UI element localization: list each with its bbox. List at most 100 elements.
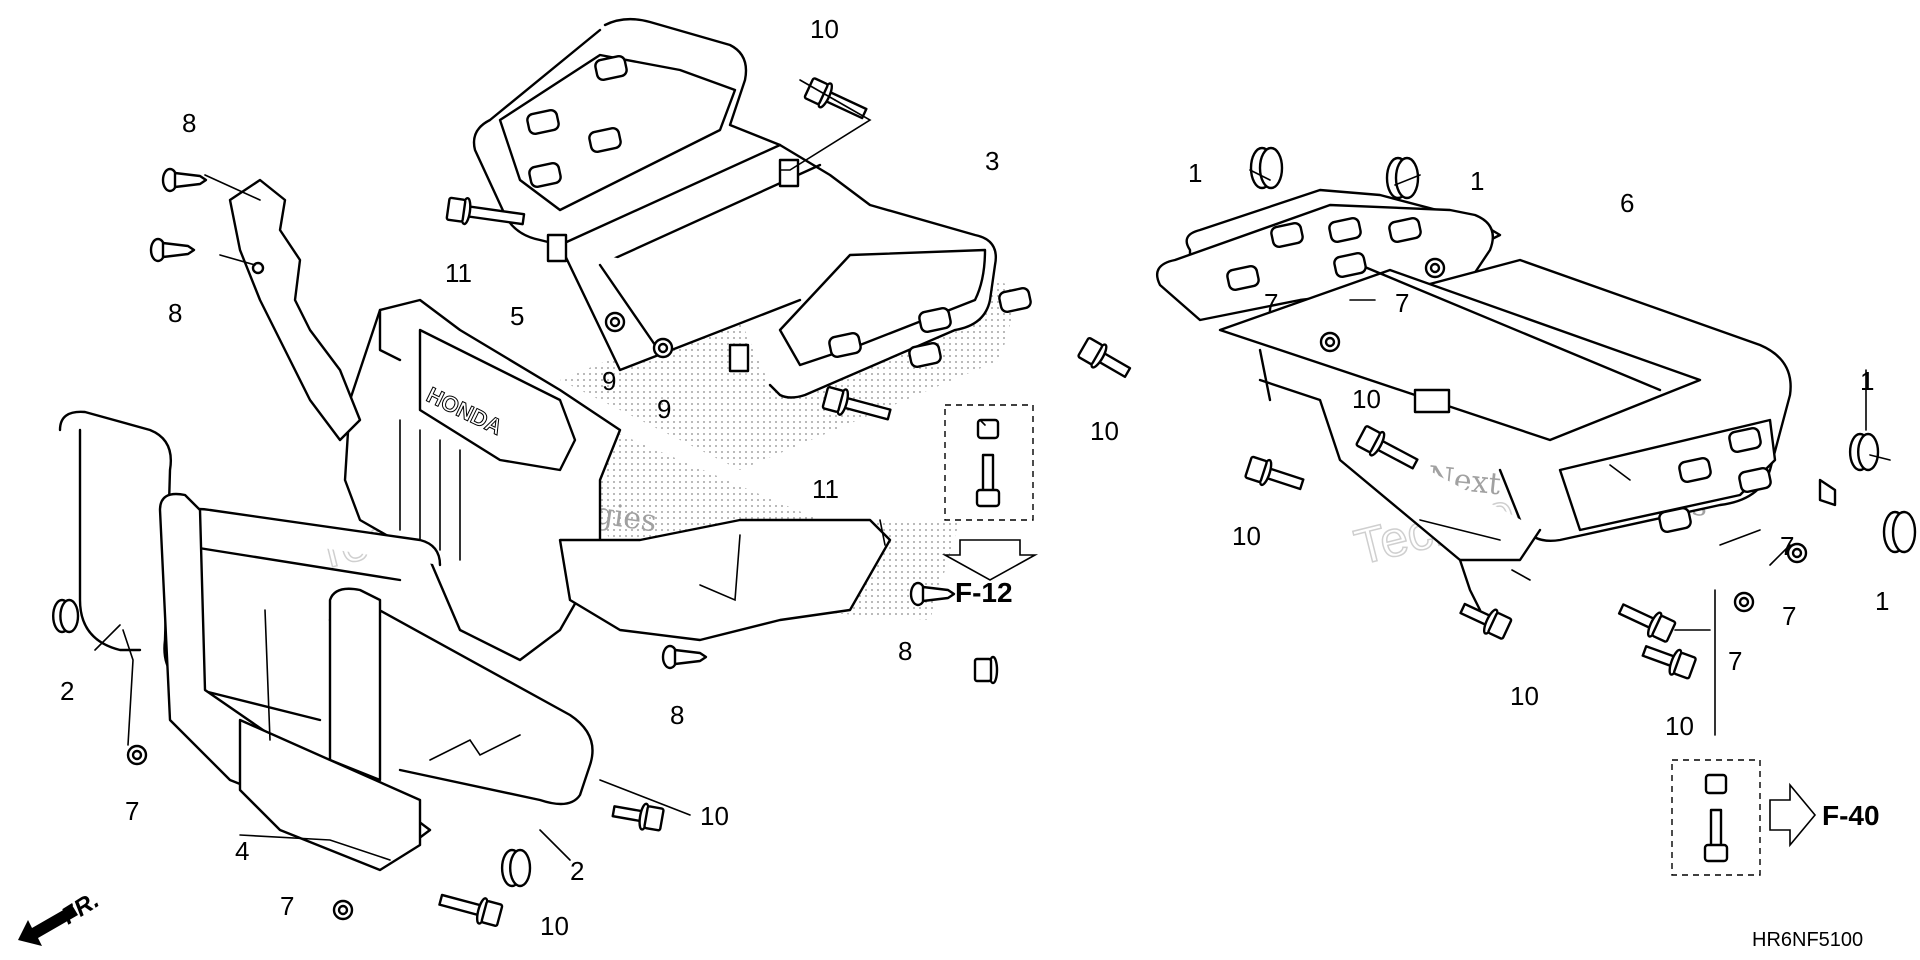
callout-1: 1	[1860, 366, 1874, 396]
flange-nut-hole	[131, 749, 143, 761]
ref-bolt-head	[975, 488, 1001, 508]
rear-carrier-cutout	[1658, 507, 1692, 533]
flange-bolt	[1355, 425, 1419, 470]
ref-box-f12[interactable]: F-12	[941, 404, 1039, 608]
ref-box-f40[interactable]: F-40	[1671, 759, 1880, 876]
ref-box-f12-frame	[944, 404, 1034, 521]
callout-1: 1	[1875, 586, 1889, 616]
callout-7: 7	[1728, 646, 1742, 676]
callout-8: 8	[670, 700, 684, 730]
flange-bolt	[1244, 455, 1305, 491]
rubber-grommet-face	[1258, 146, 1284, 190]
trim-clip-body	[173, 171, 208, 189]
rear-carrier-cutout	[1388, 217, 1422, 243]
callout-6: 6	[1620, 188, 1634, 218]
rubber-grommet-face	[508, 848, 532, 888]
side-bracket-panel	[228, 178, 362, 442]
carrier-bracket	[778, 158, 800, 188]
callout-7: 7	[1780, 531, 1794, 561]
side-bracket-strip[interactable]	[228, 178, 362, 442]
carrier-leg	[598, 263, 657, 347]
rear-carrier-cutout	[1328, 217, 1362, 243]
flange-nut-hole	[1791, 547, 1803, 559]
front-cover-face	[418, 328, 577, 472]
callout-7: 7	[125, 796, 139, 826]
rear-carrier-bracket	[1413, 388, 1451, 414]
carrier-cutout	[528, 162, 562, 188]
flange-bolt	[1077, 337, 1132, 379]
rear-carrier-center-tube	[1358, 263, 1662, 392]
trim-clip-body	[161, 241, 196, 259]
bumper-wire	[264, 609, 271, 741]
trim-clip-body	[921, 585, 956, 603]
flange-bolt	[611, 802, 665, 832]
carrier-cutout	[998, 287, 1032, 313]
front-cover-grille	[399, 419, 461, 561]
flange-bolt	[821, 386, 892, 421]
callout-2: 2	[60, 676, 74, 706]
callout-7: 7	[280, 891, 294, 921]
callout-7: 7	[1395, 288, 1409, 318]
callout-10: 10	[1510, 681, 1539, 711]
flange-nut-hole	[609, 316, 621, 328]
carrier-cutout	[908, 342, 942, 368]
rear-carrier-cutout	[1226, 265, 1260, 291]
bumper-skid-plate	[238, 718, 422, 872]
callout-10: 10	[1352, 384, 1381, 414]
rear-carrier-cutout	[1738, 467, 1772, 493]
rubber-grommet-face	[1856, 432, 1880, 472]
rubber-grommet-face	[1394, 156, 1420, 200]
flange-bolt	[1459, 602, 1513, 640]
carrier-bracket	[728, 343, 750, 373]
front-cover-tab	[378, 308, 402, 362]
callout-7: 7	[1782, 601, 1796, 631]
flange-nut-hole	[1324, 336, 1336, 348]
callout-1: 1	[1470, 166, 1484, 196]
front-cover-part-5[interactable]: HONDA	[343, 298, 960, 662]
ref-label-f40[interactable]: F-40	[1822, 800, 1880, 831]
ref-label-f12[interactable]: F-12	[955, 577, 1013, 608]
carrier-cutout	[526, 109, 560, 135]
carrier-cutout	[588, 127, 622, 153]
callout-7: 7	[1264, 288, 1278, 318]
front-bumper-part-4[interactable]	[58, 410, 594, 872]
carrier-cutout	[828, 332, 862, 358]
bumper-right-upright	[328, 587, 382, 782]
flange-nut-hole	[1429, 262, 1441, 274]
rear-carrier-leg-left	[1258, 348, 1272, 402]
callout-2: 2	[570, 856, 584, 886]
callout-10: 10	[700, 801, 729, 831]
callout-3: 3	[985, 146, 999, 176]
front-cover-body	[343, 298, 622, 662]
rear-carrier-leg-foot	[1458, 558, 1482, 612]
front-label: FR.	[57, 887, 104, 930]
diagram-code: HR6NF5100	[1752, 929, 1863, 951]
rear-carrier-cutout	[1333, 252, 1367, 278]
ref-nut	[976, 418, 1000, 440]
bumper-left-inner	[78, 428, 142, 652]
right-arrow-icon	[1769, 782, 1817, 848]
ref-nut	[1704, 773, 1728, 795]
callout-10: 10	[540, 911, 569, 941]
flange-bolt	[445, 196, 526, 226]
rear-carrier-part-6[interactable]	[1155, 188, 1837, 612]
ref-bolt-head	[1703, 843, 1729, 863]
flange-nut-hole	[1738, 596, 1750, 608]
down-arrow-icon	[941, 539, 1039, 581]
carrier-bracket	[546, 233, 568, 263]
trim-clip-body	[673, 648, 708, 666]
rear-carrier-cutout	[1728, 427, 1762, 453]
callout-10: 10	[1232, 521, 1261, 551]
rubber-grommet-face	[59, 598, 80, 634]
callout-10: 10	[1090, 416, 1119, 446]
front-cover-lower-panel	[558, 518, 892, 642]
flange-nut-hole	[337, 904, 349, 916]
flange-bolt	[438, 893, 504, 927]
callout-4: 4	[235, 836, 249, 866]
callout-11: 11	[445, 258, 472, 288]
flange-bolt	[1617, 603, 1677, 643]
callout-10: 10	[1665, 711, 1694, 741]
rear-carrier-end-bracket	[1818, 478, 1837, 507]
front-arrow-icon	[18, 905, 78, 946]
